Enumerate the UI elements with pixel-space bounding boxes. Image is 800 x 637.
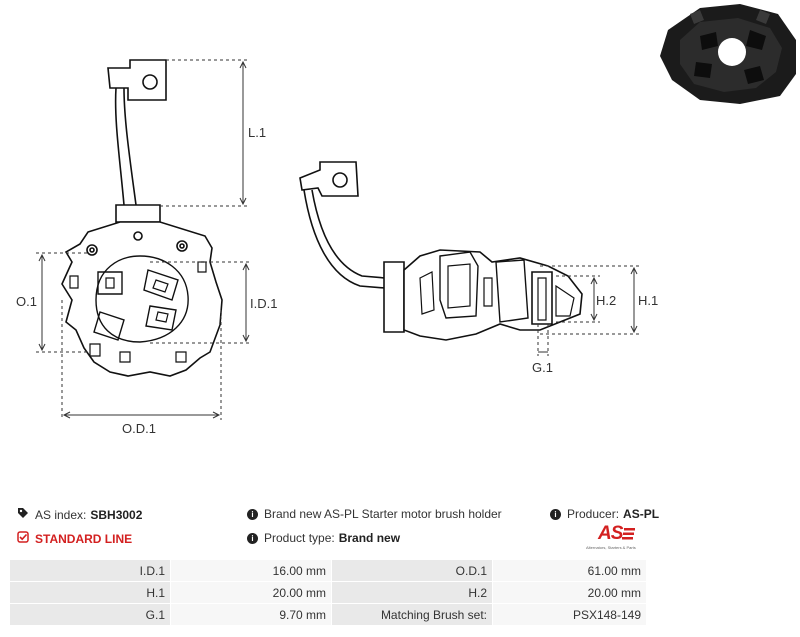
logo-text: AS bbox=[598, 523, 623, 544]
dim-label-h2: H.2 bbox=[596, 293, 616, 308]
standard-line-row: STANDARD LINE bbox=[17, 531, 132, 546]
producer-label: Producer: bbox=[567, 507, 620, 521]
spec-label: O.D.1 bbox=[331, 559, 493, 582]
front-view-dimensions bbox=[36, 59, 252, 420]
standard-line-label: STANDARD LINE bbox=[35, 531, 133, 546]
dim-label-od1: O.D.1 bbox=[122, 421, 156, 436]
side-view-dimensions bbox=[537, 265, 640, 356]
as-pl-logo: AS Alternators, Starters & Parts bbox=[586, 523, 650, 553]
info-icon: i bbox=[550, 508, 561, 520]
checkbox-checked-icon bbox=[17, 531, 29, 546]
product-type-value: Brand new bbox=[338, 531, 401, 545]
as-index-value: SBH3002 bbox=[90, 507, 143, 522]
product-type-row: i Product type: Brand new bbox=[247, 531, 400, 545]
dim-label-l1: L.1 bbox=[248, 125, 266, 140]
spec-value: 20.00 mm bbox=[170, 581, 332, 604]
table-row: G.1 9.70 mm Matching Brush set: PSX148-1… bbox=[9, 603, 647, 626]
info-icon: i bbox=[247, 532, 258, 544]
dim-label-o1: O.1 bbox=[16, 294, 37, 309]
spec-value: 9.70 mm bbox=[170, 603, 332, 626]
as-index-row: AS index: SBH3002 bbox=[17, 507, 142, 522]
specifications-table: I.D.1 16.00 mm O.D.1 61.00 mm H.1 20.00 … bbox=[9, 559, 647, 626]
table-row: I.D.1 16.00 mm O.D.1 61.00 mm bbox=[9, 559, 647, 582]
info-icon: i bbox=[247, 508, 258, 520]
product-type-label: Product type: bbox=[264, 531, 335, 545]
logo-stripes-icon bbox=[622, 528, 635, 540]
spec-value: 61.00 mm bbox=[492, 559, 647, 582]
spec-label: I.D.1 bbox=[9, 559, 171, 582]
dim-label-g1: G.1 bbox=[532, 360, 553, 375]
spec-label: H.2 bbox=[331, 581, 493, 604]
product-photo bbox=[660, 4, 796, 104]
spec-value: 20.00 mm bbox=[492, 581, 647, 604]
side-view-drawing bbox=[299, 161, 583, 341]
front-view-drawing bbox=[61, 59, 223, 377]
description-row: i Brand new AS-PL Starter motor brush ho… bbox=[247, 507, 502, 521]
tag-icon bbox=[17, 507, 29, 522]
spec-label: G.1 bbox=[9, 603, 171, 626]
product-description: Brand new AS-PL Starter motor brush hold… bbox=[264, 507, 502, 521]
producer-row: i Producer: AS-PL bbox=[550, 507, 659, 521]
technical-drawing: L.1 O.1 I.D.1 O.D.1 H.1 H.2 G.1 bbox=[16, 4, 796, 436]
spec-label: Matching Brush set: bbox=[331, 603, 493, 626]
spec-label: H.1 bbox=[9, 581, 171, 604]
spec-value: 16.00 mm bbox=[170, 559, 332, 582]
producer-value: AS-PL bbox=[623, 507, 660, 521]
logo-tagline: Alternators, Starters & Parts bbox=[586, 545, 636, 550]
dim-label-id1: I.D.1 bbox=[250, 296, 277, 311]
as-index-label: AS index: bbox=[35, 507, 87, 522]
table-row: H.1 20.00 mm H.2 20.00 mm bbox=[9, 581, 647, 604]
spec-value: PSX148-149 bbox=[492, 603, 647, 626]
dim-label-h1: H.1 bbox=[638, 293, 658, 308]
